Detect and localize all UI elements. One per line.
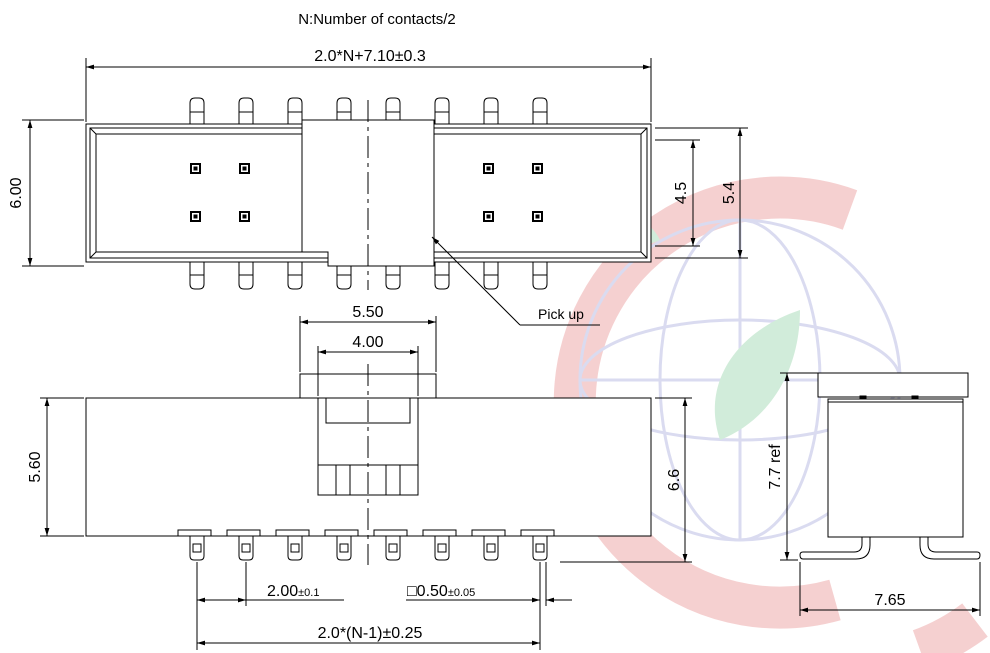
cap-width-label: 5.50 <box>352 304 383 321</box>
pin-size-label: □0.50±0.05 <box>407 583 475 600</box>
contacts-note: N:Number of contacts/2 <box>298 11 456 28</box>
side-height-ref-label: 7.7 ref <box>767 444 784 490</box>
front-pins <box>189 536 548 561</box>
height-label: 6.00 <box>8 177 25 208</box>
top-view <box>22 58 748 326</box>
body-height-label: 5.60 <box>27 451 44 482</box>
total-height-label: 6.6 <box>666 469 683 491</box>
front-view <box>40 316 692 650</box>
inner-height-label: 4.5 <box>673 182 690 204</box>
top-contacts <box>190 163 543 222</box>
top-pins-upper <box>189 97 548 124</box>
outer-height-label: 5.4 <box>721 182 738 204</box>
top-pins-lower <box>189 262 548 290</box>
front-notches <box>177 529 555 536</box>
overall-length-label: 2.0*N+7.10±0.3 <box>314 48 426 65</box>
side-view <box>780 372 981 616</box>
pick-up-label: Pick up <box>538 306 584 322</box>
cap-inner-width-label: 4.00 <box>352 334 383 351</box>
pin-span-label: 2.0*(N-1)±0.25 <box>318 625 423 642</box>
side-width-label: 7.65 <box>874 592 905 609</box>
pitch-label: 2.00±0.1 <box>267 583 319 600</box>
